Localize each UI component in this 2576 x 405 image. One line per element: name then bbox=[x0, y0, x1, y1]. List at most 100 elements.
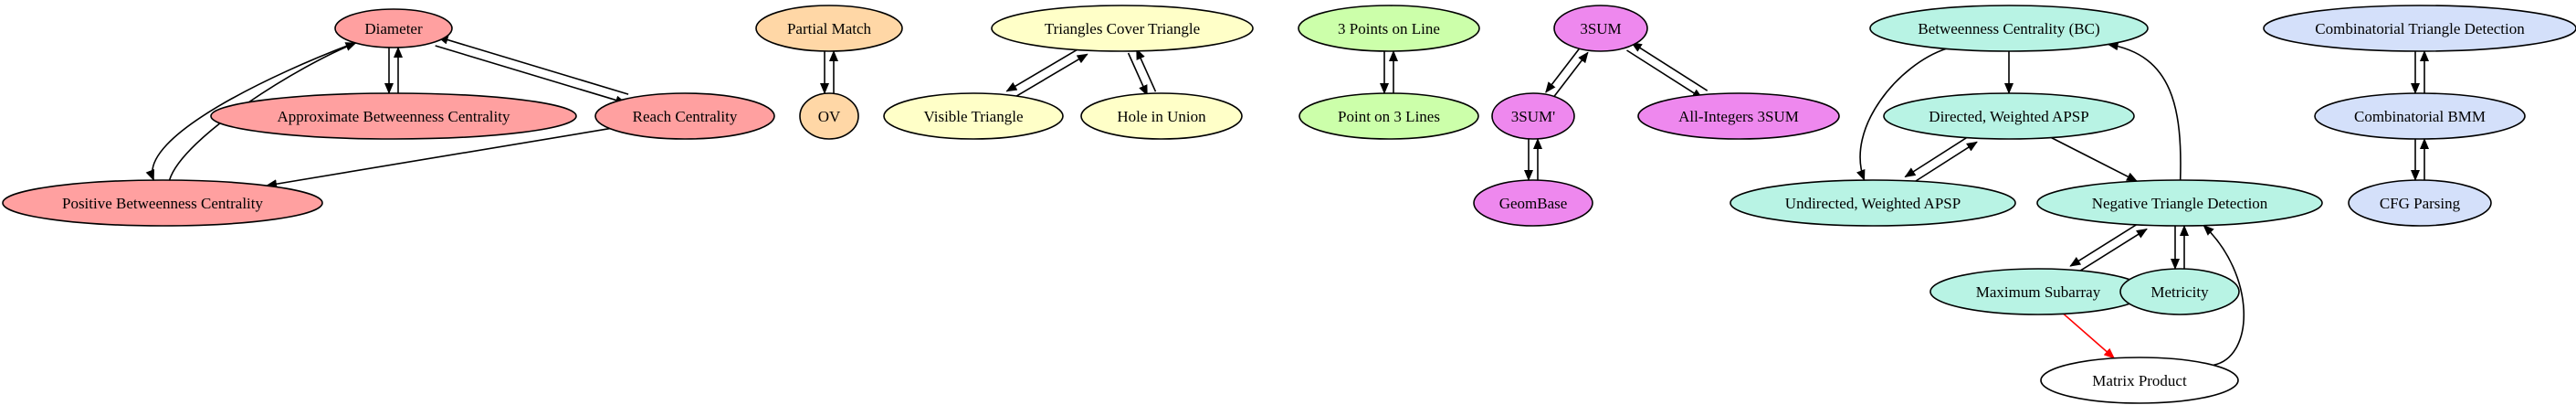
edge-3sum-prime-to-3sum bbox=[1552, 51, 1589, 99]
edge-3sum-to-3sum-prime bbox=[1545, 46, 1582, 93]
edge-matrix-product-to-neg-tri bbox=[2203, 224, 2245, 367]
node-label: Diameter bbox=[364, 20, 423, 37]
node-shape bbox=[2314, 92, 2526, 140]
node-shape bbox=[1080, 92, 1243, 140]
node-metricity: Metricity bbox=[2119, 268, 2240, 315]
node-all-int-3sum: All-Integers 3SUM bbox=[1637, 92, 1840, 140]
edge-line bbox=[1630, 41, 1709, 91]
node-label: Point on 3 Lines bbox=[1338, 108, 1440, 125]
node-shape bbox=[1637, 92, 1840, 140]
node-neg-tri: Negative Triangle Detection bbox=[2036, 179, 2323, 227]
edge-line bbox=[145, 42, 356, 181]
node-max-subarray: Maximum Subarray bbox=[1929, 268, 2147, 315]
node-3pts-line: 3 Points on Line bbox=[1298, 5, 1480, 52]
node-label: Partial Match bbox=[787, 20, 872, 37]
node-label: 3SUM bbox=[1580, 20, 1621, 37]
node-shape bbox=[883, 92, 1064, 140]
edge-visible-tri-to-tri-cover bbox=[1011, 53, 1088, 101]
node-shape bbox=[210, 92, 577, 140]
edge-line bbox=[1626, 49, 1704, 100]
edge-all-int-3sum-to-3sum bbox=[1630, 41, 1709, 91]
node-hole-union: Hole in Union bbox=[1080, 92, 1243, 140]
edge-hole-union-to-tri-cover bbox=[1135, 48, 1157, 92]
node-label: Metricity bbox=[2150, 283, 2209, 301]
node-shape bbox=[2040, 357, 2239, 404]
node-3sum: 3SUM bbox=[1553, 5, 1648, 52]
edge-line bbox=[436, 35, 629, 95]
node-label: Hole in Union bbox=[1117, 108, 1206, 125]
edge-neg-tri-to-max-subarray bbox=[2069, 220, 2143, 267]
edge-line bbox=[1011, 53, 1088, 101]
edge-line bbox=[1127, 52, 1149, 97]
edge-reach-to-diameter bbox=[436, 35, 629, 95]
node-shape bbox=[991, 5, 1254, 52]
node-shape bbox=[1730, 179, 2016, 227]
edge-line bbox=[2107, 41, 2182, 181]
node-shape bbox=[2348, 179, 2492, 227]
edge-neg-tri-to-bc bbox=[2107, 41, 2182, 181]
node-3sum-prime: 3SUM' bbox=[1491, 92, 1575, 140]
node-shape bbox=[2, 179, 323, 227]
edge-dir-apsp-to-undir-apsp bbox=[1904, 133, 1973, 178]
edge-line bbox=[2050, 136, 2138, 182]
edge-line bbox=[1005, 46, 1084, 92]
node-shape bbox=[1869, 5, 2149, 52]
node-pos-bc: Positive Betweenness Centrality bbox=[2, 179, 323, 227]
edge-line bbox=[1552, 51, 1589, 99]
node-shape bbox=[594, 92, 775, 140]
edge-line bbox=[2203, 224, 2245, 367]
node-label: Maximum Subarray bbox=[1976, 283, 2101, 301]
node-label: Matrix Product bbox=[2092, 372, 2187, 389]
node-label: Reach Centrality bbox=[633, 108, 738, 125]
node-geombase: GeomBase bbox=[1473, 179, 1593, 227]
edge-line bbox=[1856, 48, 1947, 181]
node-shape bbox=[1883, 92, 2135, 140]
node-label: Visible Triangle bbox=[923, 108, 1023, 125]
edge-max-subarray-to-matrix-product bbox=[2063, 313, 2116, 359]
node-partial-match: Partial Match bbox=[755, 5, 903, 52]
node-shape bbox=[2119, 268, 2240, 315]
edge-bc-to-undir-apsp bbox=[1856, 48, 1947, 181]
node-shape bbox=[2263, 5, 2576, 52]
node-label: Triangles Cover Triangle bbox=[1045, 20, 1200, 37]
node-reach: Reach Centrality bbox=[594, 92, 775, 140]
node-label: Directed, Weighted APSP bbox=[1929, 108, 2088, 125]
node-bc: Betweenness Centrality (BC) bbox=[1869, 5, 2149, 52]
node-cfg: CFG Parsing bbox=[2348, 179, 2492, 227]
node-label: Negative Triangle Detection bbox=[2092, 195, 2268, 212]
node-shape bbox=[1491, 92, 1575, 140]
node-approx-bc: Approximate Betweenness Centrality bbox=[210, 92, 577, 140]
edge-diameter-to-reach bbox=[435, 45, 627, 105]
edge-line bbox=[2069, 220, 2143, 267]
edge-tri-cover-to-hole-union bbox=[1127, 52, 1149, 97]
edge-reach-to-pos-bc bbox=[266, 127, 611, 189]
node-ov: OV bbox=[799, 92, 859, 140]
node-tri-cover: Triangles Cover Triangle bbox=[991, 5, 1254, 52]
edge-line bbox=[2063, 313, 2116, 359]
node-diameter: Diameter bbox=[334, 8, 453, 48]
node-visible-tri: Visible Triangle bbox=[883, 92, 1064, 140]
node-dir-apsp: Directed, Weighted APSP bbox=[1883, 92, 2135, 140]
edge-line bbox=[1545, 46, 1582, 93]
edge-line bbox=[1904, 133, 1973, 178]
edge-diameter-to-pos-bc bbox=[145, 42, 356, 181]
node-shape bbox=[755, 5, 903, 52]
node-label: Combinatorial Triangle Detection bbox=[2315, 20, 2525, 37]
node-pt-3lines: Point on 3 Lines bbox=[1299, 92, 1479, 140]
edge-line bbox=[1909, 141, 1978, 186]
node-label: Betweenness Centrality (BC) bbox=[1918, 20, 2099, 37]
node-label: Approximate Betweenness Centrality bbox=[278, 108, 510, 125]
node-label: GeomBase bbox=[1499, 195, 1568, 212]
node-label: OV bbox=[818, 108, 841, 125]
node-matrix-product: Matrix Product bbox=[2040, 357, 2239, 404]
edge-dir-apsp-to-neg-tri bbox=[2050, 136, 2138, 182]
node-undir-apsp: Undirected, Weighted APSP bbox=[1730, 179, 2016, 227]
node-shape bbox=[2036, 179, 2323, 227]
edge-line bbox=[435, 45, 627, 105]
node-label: All-Integers 3SUM bbox=[1678, 108, 1799, 125]
edge-line bbox=[2075, 228, 2148, 275]
node-label: CFG Parsing bbox=[2380, 195, 2461, 212]
node-label: 3SUM' bbox=[1511, 108, 1555, 125]
edge-line bbox=[1135, 48, 1157, 92]
edge-max-subarray-to-neg-tri bbox=[2075, 228, 2148, 275]
